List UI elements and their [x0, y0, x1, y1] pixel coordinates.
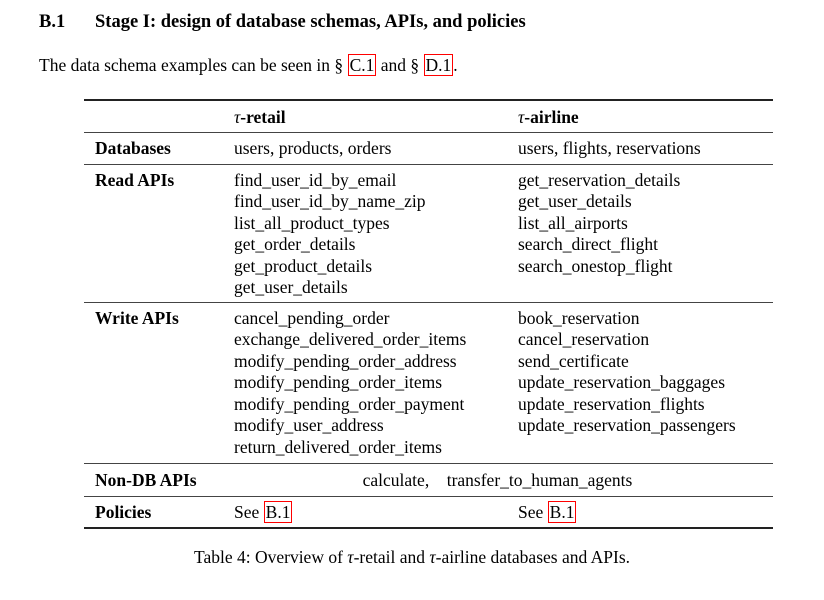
api-name: modify_pending_order_items [234, 372, 443, 392]
api-name: search_onestop_flight [518, 255, 673, 276]
api-name: get_user_details [518, 191, 632, 211]
overview-table: τ-retail τ-airline Databases users, prod… [84, 99, 773, 529]
api-name: search_direct_flight [518, 234, 658, 254]
api-name: update_reservation_flights [518, 393, 705, 414]
api-name: cancel_reservation [518, 329, 650, 349]
api-name: get_product_details [234, 255, 373, 276]
api-name: find_user_id_by_name_zip [234, 191, 426, 211]
ref-link-b1[interactable]: B.1 [547, 500, 577, 523]
ref-link-d1[interactable]: D.1 [423, 54, 454, 76]
row-label: Policies [95, 501, 152, 522]
section-title: Stage I: design of database schemas, API… [95, 12, 526, 32]
api-name: get_order_details [234, 234, 356, 254]
ref-link-b1[interactable]: B.1 [263, 500, 293, 523]
row-label: Databases [95, 137, 171, 158]
api-name: get_reservation_details [518, 169, 681, 190]
databases-row: Databases users, products, orders users,… [84, 132, 773, 164]
api-name: modify_pending_order_payment [234, 393, 465, 414]
policies-row: Policies See B.1 See B.1 [84, 496, 773, 528]
airline-policies: See B.1 [518, 500, 577, 523]
api-name: update_reservation_passengers [518, 415, 736, 435]
section-number: B.1 [39, 12, 66, 32]
ref-link-c1[interactable]: C.1 [347, 54, 377, 76]
row-label: Write APIs [95, 307, 179, 328]
section-heading: B.1 Stage I: design of database schemas, … [39, 12, 526, 33]
retail-policies: See B.1 [234, 500, 293, 523]
header-row: τ-retail τ-airline [84, 100, 773, 132]
api-name: list_all_airports [518, 212, 628, 233]
intro-paragraph: The data schema examples can be seen in … [39, 54, 458, 76]
intro-text: . [453, 55, 458, 75]
retail-databases: users, products, orders [234, 137, 392, 158]
header-empty [84, 100, 234, 132]
api-name: list_all_product_types [234, 212, 390, 233]
api-name: cancel_pending_order [234, 307, 390, 328]
api-name: get_user_details [234, 277, 348, 297]
api-name: find_user_id_by_email [234, 169, 397, 190]
intro-text: and § [376, 55, 424, 75]
api-name: modify_pending_order_address [234, 350, 457, 371]
api-name: transfer_to_human_agents [446, 469, 633, 490]
header-airline: τ-airline [518, 107, 579, 127]
header-retail: τ-retail [234, 107, 286, 127]
api-name: return_delivered_order_items [234, 436, 442, 457]
table-caption: Table 4: Overview of τ-retail and τ-airl… [193, 547, 631, 567]
api-name: modify_user_address [234, 415, 384, 435]
api-name: book_reservation [518, 307, 640, 328]
non-db-apis: calculate, transfer_to_human_agents [234, 463, 773, 496]
api-name: send_certificate [518, 350, 629, 371]
row-label: Non-DB APIs [95, 469, 197, 490]
api-name: calculate, [362, 469, 430, 490]
row-label: Read APIs [95, 169, 175, 190]
airline-databases: users, flights, reservations [518, 137, 701, 158]
api-name: exchange_delivered_order_items [234, 329, 467, 349]
intro-text: The data schema examples can be seen in … [39, 55, 348, 75]
api-name: update_reservation_baggages [518, 372, 726, 392]
non-db-apis-row: Non-DB APIs calculate, transfer_to_human… [84, 463, 773, 496]
